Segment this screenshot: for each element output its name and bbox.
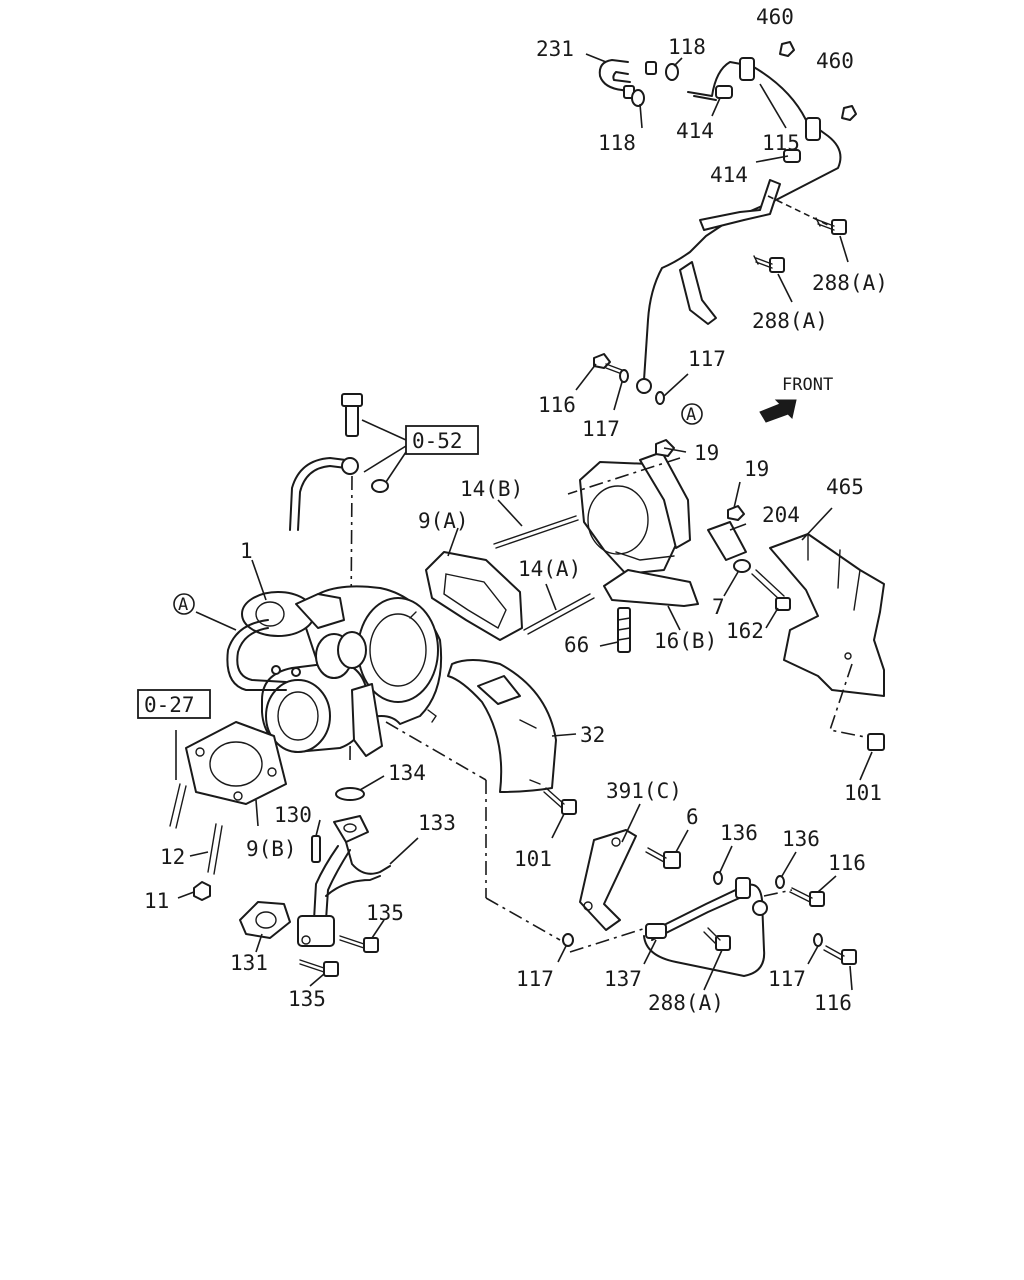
callout-204: 204: [762, 503, 800, 527]
exhaust-adapter-assembly: [425, 439, 791, 653]
callout-414-a: 414: [676, 119, 714, 143]
ref-0-52: 0-52: [412, 429, 463, 453]
callout-7: 7: [712, 595, 725, 619]
callout-288a-upper: 288(A): [812, 271, 888, 295]
callout-137: 137: [604, 967, 642, 991]
callout-460-top: 460: [756, 5, 794, 29]
ref-box-0-27: [137, 689, 211, 719]
callout-130: 130: [274, 803, 312, 827]
callout-117-top-right: 117: [688, 347, 726, 371]
callout-116-lower: 116: [814, 991, 852, 1015]
callout-6: 6: [686, 805, 699, 829]
callout-134: 134: [388, 761, 426, 785]
callout-135-lower: 135: [288, 987, 326, 1011]
callout-19-left: 19: [694, 441, 719, 465]
front-label: FRONT: [782, 375, 833, 395]
turbocharger-1: [226, 585, 443, 757]
callout-9a: 9(A): [418, 509, 469, 533]
callout-115: 115: [762, 131, 800, 155]
callout-16b: 16(B): [654, 629, 717, 653]
callout-14a: 14(A): [518, 557, 581, 581]
callout-162: 162: [726, 619, 764, 643]
callout-19-right: 19: [744, 457, 769, 481]
turbo-leaders: [195, 559, 561, 941]
callout-131: 131: [230, 951, 268, 975]
callout-32: 32: [580, 723, 605, 747]
callout-117-top-left: 117: [582, 417, 620, 441]
callout-118-top: 118: [668, 35, 706, 59]
callout-288a-lower: 288(A): [648, 991, 724, 1015]
heat-shield-465: [769, 507, 885, 781]
callout-66: 66: [564, 633, 589, 657]
connection-markers: A A: [173, 403, 703, 615]
callout-133: 133: [418, 811, 456, 835]
callout-460-right: 460: [816, 49, 854, 73]
oil-feed-pipe-assembly: [593, 41, 857, 405]
callout-136-left: 136: [720, 821, 758, 845]
callout-116-right: 116: [828, 851, 866, 875]
heat-shield-32: [447, 659, 577, 839]
front-arrow: [759, 399, 797, 423]
callout-231: 231: [536, 37, 574, 61]
reference-boxes: 0-52 0-27: [137, 425, 479, 719]
top-leaders: [575, 53, 849, 411]
oil-return-pipe: [239, 787, 419, 987]
callout-118-bottom: 118: [598, 131, 636, 155]
callout-117-lower-left: 117: [516, 967, 554, 991]
callout-136-right: 136: [782, 827, 820, 851]
callout-101-right: 101: [844, 781, 882, 805]
callout-101-left: 101: [514, 847, 552, 871]
callout-1: 1: [240, 539, 253, 563]
callout-288a-middle: 288(A): [752, 309, 828, 333]
ref-box-0-52: [405, 425, 479, 455]
callout-465: 465: [826, 475, 864, 499]
callout-11: 11: [144, 889, 169, 913]
ref-0-27: 0-27: [144, 693, 195, 717]
callout-414-b: 414: [710, 163, 748, 187]
callout-116-top: 116: [538, 393, 576, 417]
callout-391c: 391(C): [606, 779, 682, 803]
marker-a-left: A: [178, 595, 188, 615]
callout-labels: 460 460 231 118 118 414 115 414 288(A) 2…: [144, 5, 888, 1015]
callout-117-lower-right: 117: [768, 967, 806, 991]
marker-a-circle-left: [173, 593, 195, 615]
callout-9b: 9(B): [246, 837, 297, 861]
callout-135-upper: 135: [366, 901, 404, 925]
oil-return-bracket-assembly: [557, 803, 857, 991]
callout-12: 12: [160, 845, 185, 869]
gasket-9b: [169, 721, 287, 901]
marker-a-circle-top: [681, 403, 703, 425]
marker-a-top: A: [686, 405, 696, 425]
callout-14b: 14(B): [460, 477, 523, 501]
